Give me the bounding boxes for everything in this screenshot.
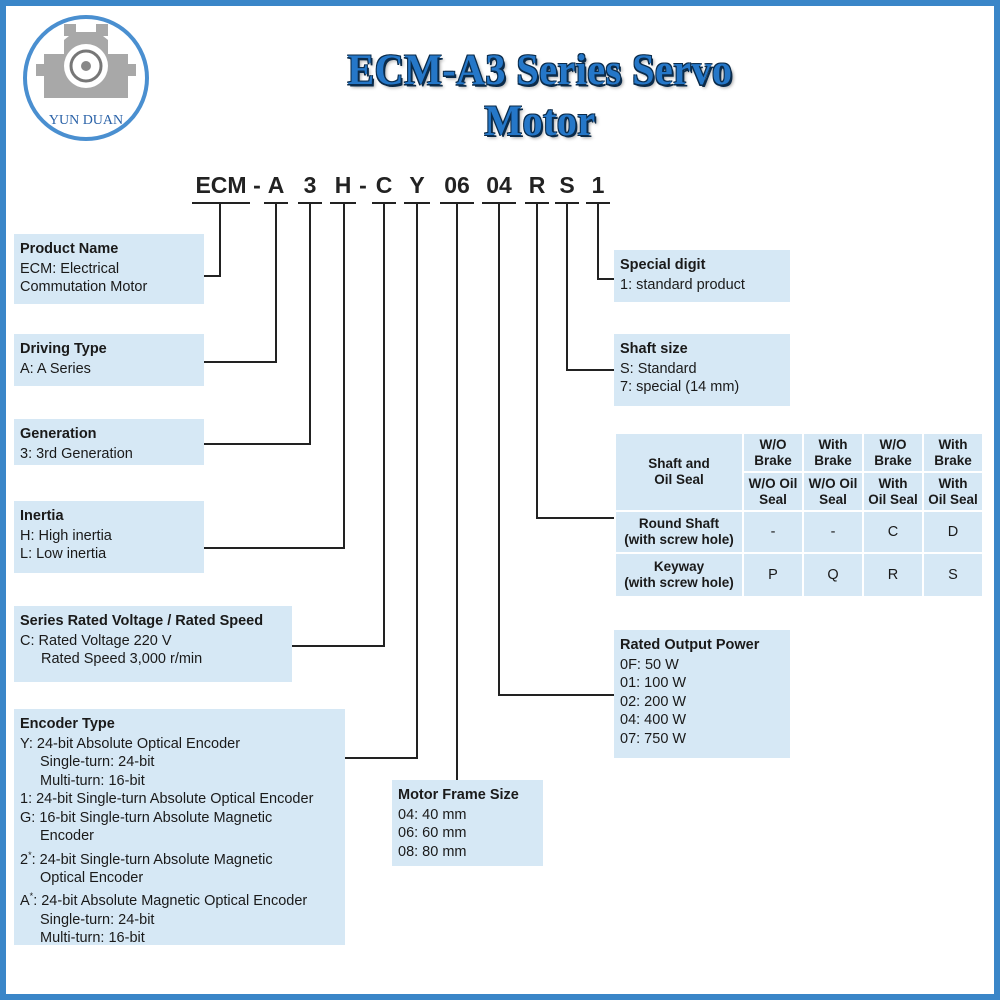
code-1: 1: [591, 172, 605, 198]
encoder-type-line: G: 16-bit Single-turn Absolute Magnetic: [20, 809, 273, 826]
driving-type-heading: Driving Type: [20, 341, 107, 357]
shaft-size-line: S: Standard: [620, 360, 697, 377]
code-a: A: [267, 172, 285, 198]
motor-frame-heading: Motor Frame Size: [398, 787, 519, 803]
inertia-heading: Inertia: [20, 508, 64, 524]
table-cell: D: [924, 512, 982, 552]
shaft-size-heading: Shaft size: [620, 341, 688, 357]
encoder-type-line: Encoder: [40, 828, 95, 844]
asterisk-mark: *: [29, 891, 34, 902]
encoder-type-box: Encoder Type Y: 24-bit Absolute Optical …: [14, 709, 345, 947]
driving-type-line: A: A Series: [20, 360, 91, 377]
encoder-desc-a: : 24-bit Absolute Magnetic Optical Encod…: [33, 893, 308, 910]
code-r: R: [528, 172, 546, 198]
encoder-code-a: A: [20, 893, 30, 910]
special-digit-box: Special digit 1: standard product: [614, 250, 790, 302]
code-dash: -: [253, 172, 261, 198]
encoder-code-2: 2: [20, 851, 29, 868]
code-ecm: ECM: [195, 172, 247, 198]
code-y: Y: [409, 172, 425, 198]
code-c: C: [375, 172, 393, 198]
rated-output-line: 04: 400 W: [620, 712, 687, 728]
special-digit-line: 1: standard product: [620, 276, 745, 293]
motor-frame-line: 08: 80 mm: [398, 843, 467, 860]
encoder-desc-2: : 24-bit Single-turn Absolute Magnetic: [31, 851, 273, 868]
table-cell: S: [924, 554, 982, 596]
rated-output-heading: Rated Output Power: [620, 637, 760, 653]
encoder-type-line: A*: 24-bit Absolute Magnetic Optical Enc…: [20, 887, 345, 910]
encoder-type-line: 2*: 24-bit Single-turn Absolute Magnetic: [20, 846, 345, 869]
code-3: 3: [303, 172, 317, 198]
code-dash: -: [359, 172, 367, 198]
encoder-type-line: Optical Encoder: [40, 869, 144, 886]
table-cell: P: [744, 554, 802, 596]
motor-frame-line: 06: 60 mm: [398, 825, 467, 841]
encoder-type-line: Single-turn: 24-bit: [40, 754, 155, 770]
asterisk-mark: *: [28, 849, 32, 860]
product-name-line: Commutation Motor: [20, 279, 148, 295]
voltage-speed-heading: Series Rated Voltage / Rated Speed: [20, 613, 264, 629]
inertia-line: L: Low inertia: [20, 546, 107, 562]
code-h: H: [334, 172, 352, 198]
special-digit-heading: Special digit: [620, 257, 706, 273]
table-cell: R: [864, 554, 922, 596]
rated-output-line: 02: 200 W: [620, 693, 687, 710]
shaft-size-box: Shaft size S: Standard 7: special (14 mm…: [614, 334, 790, 406]
encoder-type-line: Y: 24-bit Absolute Optical Encoder: [20, 735, 241, 752]
encoder-type-heading: Encoder Type: [20, 716, 115, 732]
rated-output-box: Rated Output Power 0F: 50 W 01: 100 W 02…: [614, 630, 790, 758]
rated-output-line: 07: 750 W: [620, 730, 687, 747]
corner-line: Shaft and: [648, 456, 710, 471]
row-label-round-shaft: Round Shaft(with screw hole): [616, 512, 742, 552]
motor-gear-icon: [36, 24, 136, 98]
motor-frame-box: Motor Frame Size 04: 40 mm 06: 60 mm 08:…: [392, 780, 543, 866]
shaft-size-line: 7: special (14 mm): [620, 379, 740, 395]
product-name-heading: Product Name: [20, 241, 119, 257]
inertia-line: H: High inertia: [20, 527, 112, 544]
table-cell: -: [804, 512, 862, 552]
voltage-speed-line: C: Rated Voltage 220 V: [20, 632, 172, 649]
rated-output-line: 0F: 50 W: [620, 656, 679, 673]
encoder-type-line: 1: 24-bit Single-turn Absolute Optical E…: [20, 791, 314, 807]
encoder-type-line: Multi-turn: 16-bit: [40, 930, 145, 947]
driving-type-box: Driving Type A: A Series: [14, 334, 204, 386]
table-cell: -: [744, 512, 802, 552]
table-cell: Q: [804, 554, 862, 596]
generation-heading: Generation: [20, 426, 97, 442]
table-corner-header: Shaft and Oil Seal: [616, 434, 742, 510]
product-name-line: ECM: Electrical: [20, 260, 120, 277]
table-cell: C: [864, 512, 922, 552]
encoder-type-line: Single-turn: 24-bit: [40, 911, 155, 928]
inertia-box: Inertia H: High inertia L: Low inertia: [14, 501, 204, 573]
row-label-keyway: Keyway(with screw hole): [616, 554, 742, 596]
code-04: 04: [486, 172, 512, 198]
encoder-type-line: Multi-turn: 16-bit: [40, 772, 145, 789]
generation-box: Generation 3: 3rd Generation: [14, 419, 204, 465]
logo-text: YUN DUAN: [49, 113, 123, 128]
voltage-speed-line: Rated Speed 3,000 r/min: [41, 651, 203, 667]
voltage-speed-box: Series Rated Voltage / Rated Speed C: Ra…: [14, 606, 292, 682]
motor-frame-line: 04: 40 mm: [398, 806, 467, 823]
code-06: 06: [444, 172, 470, 198]
page-title: ECM-A3 Series Servo Motor: [347, 45, 733, 145]
yun-duan-logo: YUN DUAN: [23, 15, 149, 141]
code-s: S: [559, 172, 575, 198]
generation-line: 3: 3rd Generation: [20, 445, 133, 462]
corner-line: Oil Seal: [654, 472, 704, 487]
product-name-box: Product Name ECM: Electrical Commutation…: [14, 234, 204, 304]
rated-output-line: 01: 100 W: [620, 675, 687, 691]
